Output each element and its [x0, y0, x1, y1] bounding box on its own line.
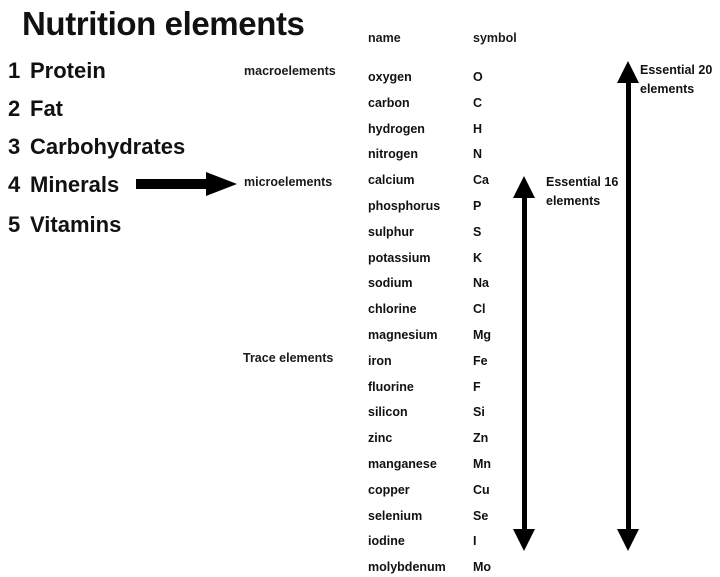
element-symbol: N	[473, 147, 483, 161]
nutrient-item-minerals: 4 Minerals	[8, 172, 119, 198]
nutrient-item-fat: 2 Fat	[8, 96, 63, 122]
column-header-name: name	[368, 31, 401, 45]
element-symbol: Mo	[473, 560, 492, 574]
essential-16-arrow-head-up	[513, 176, 535, 198]
element-symbol: Cu	[473, 483, 490, 497]
element-symbol: Cl	[473, 302, 486, 316]
element-name: sulphur	[368, 225, 414, 239]
element-symbol: S	[473, 225, 482, 239]
element-name: oxygen	[368, 70, 412, 84]
group-label-trace-elements: Trace elements	[243, 351, 334, 365]
element-symbol: P	[473, 199, 482, 213]
element-name: nitrogen	[368, 147, 418, 161]
element-symbol: Ca	[473, 173, 489, 187]
group-label-microelements: microelements	[244, 175, 333, 189]
element-symbol: I	[473, 534, 477, 548]
element-symbol: Zn	[473, 431, 489, 445]
nutrient-item-label: Protein	[30, 58, 106, 83]
element-symbol: Se	[473, 509, 489, 523]
element-name: iron	[368, 354, 392, 368]
nutrient-item-number: 5	[8, 212, 21, 237]
element-name: magnesium	[368, 328, 438, 342]
element-name: fluorine	[368, 380, 414, 394]
element-name: calcium	[368, 173, 415, 187]
element-name: manganese	[368, 457, 437, 471]
element-symbol: O	[473, 70, 483, 84]
essential-16-label-line2: elements	[546, 194, 601, 208]
nutrient-item-carbohydrates: 3 Carbohydrates	[8, 134, 185, 160]
column-header-symbol: symbol	[473, 31, 517, 45]
nutrient-item-label: Carbohydrates	[30, 134, 186, 159]
element-name: carbon	[368, 96, 410, 110]
nutrient-item-label: Minerals	[30, 172, 120, 197]
essential-20-arrow-head-up	[617, 61, 639, 83]
essential-16-label-line1: Essential 16	[546, 175, 619, 189]
element-name: iodine	[368, 534, 405, 548]
element-name: copper	[368, 483, 410, 497]
element-name: silicon	[368, 405, 408, 419]
element-name: phosphorus	[368, 199, 441, 213]
nutrient-item-vitamins: 5 Vitamins	[8, 212, 121, 238]
element-name: hydrogen	[368, 122, 425, 136]
element-symbol: H	[473, 122, 483, 136]
element-name: selenium	[368, 509, 423, 523]
element-symbol: F	[473, 380, 481, 394]
nutrient-item-protein: 1 Protein	[8, 58, 106, 84]
essential-20-label-line1: Essential 20	[640, 63, 713, 77]
element-symbol: C	[473, 96, 483, 110]
element-name: zinc	[368, 431, 393, 445]
element-name: potassium	[368, 251, 431, 265]
element-name: sodium	[368, 276, 413, 290]
element-name: chlorine	[368, 302, 417, 316]
minerals-to-microelements-arrow	[136, 172, 237, 196]
essential-20-label-line2: elements	[640, 82, 695, 96]
essential-20-arrow-head-down	[617, 529, 639, 551]
nutrient-item-label: Fat	[30, 96, 63, 121]
nutrient-item-number: 3	[8, 134, 21, 159]
nutrient-item-number: 1	[8, 58, 21, 83]
nutrient-item-number: 4	[8, 172, 21, 197]
essential-20-arrow-shaft	[625, 80, 631, 532]
nutrient-item-label: Vitamins	[30, 212, 122, 237]
element-symbol: Fe	[473, 354, 488, 368]
element-symbol: Si	[473, 405, 485, 419]
element-name: molybdenum	[368, 560, 446, 574]
essential-16-arrow-shaft	[521, 195, 527, 532]
element-symbol: Na	[473, 276, 489, 290]
nutrient-item-number: 2	[8, 96, 21, 121]
page-title: Nutrition elements	[22, 5, 305, 42]
element-symbol: Mn	[473, 457, 492, 471]
group-label-macroelements: macroelements	[244, 64, 336, 78]
essential-16-arrow-head-down	[513, 529, 535, 551]
element-symbol: Mg	[473, 328, 492, 342]
element-symbol: K	[473, 251, 483, 265]
